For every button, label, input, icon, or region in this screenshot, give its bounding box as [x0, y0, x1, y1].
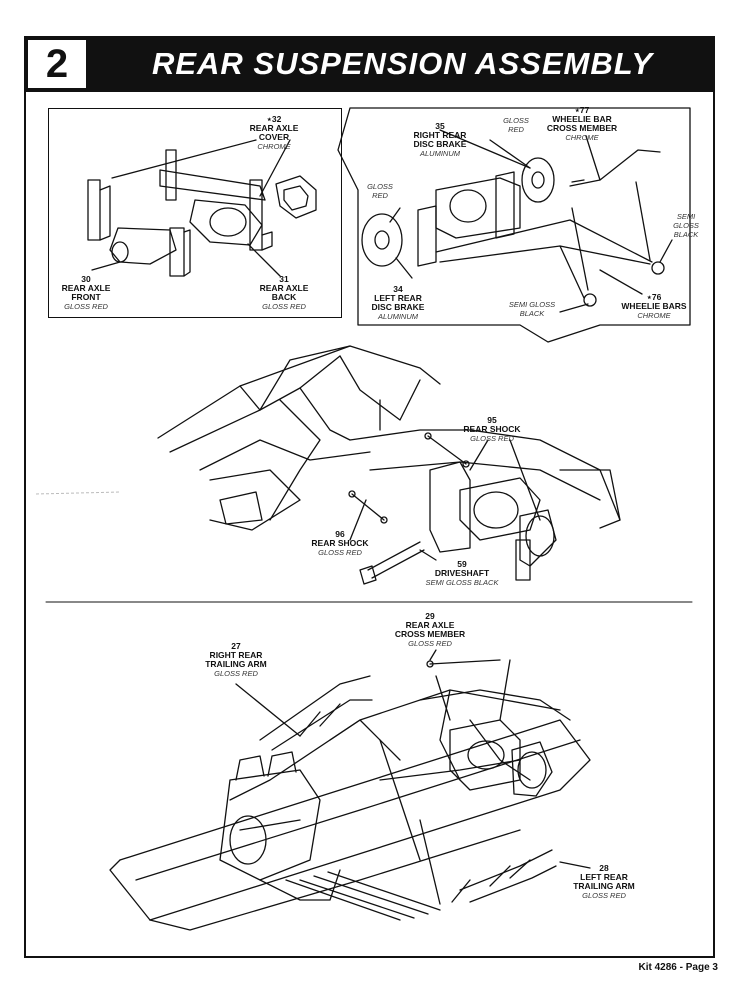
step-header: 2 REAR SUSPENSION ASSEMBLY	[24, 36, 715, 92]
label-semi-gloss-black-bottom: SEMI GLOSS BLACK	[508, 300, 556, 318]
label-right-rear-trailing-arm: 27 RIGHT REAR TRAILING ARM GLOSS RED	[205, 641, 267, 679]
chassis-frame-drawing-bottom	[109, 689, 591, 931]
scan-artifact	[35, 491, 121, 495]
rear-axle-cover-drawing	[275, 175, 317, 219]
right-rear-trailing-arm-drawing	[259, 675, 373, 751]
wheelie-bar-cross-member-drawing	[569, 149, 661, 187]
label-right-rear-disc-brake: 35 RIGHT REAR DISC BRAKE ALUMINUM	[413, 121, 467, 159]
wheelie-bars-drawing	[435, 219, 665, 307]
label-rear-axle-back: 31 REAR AXLE BACK GLOSS RED	[259, 274, 309, 312]
rear-axle-front-drawing	[87, 179, 191, 277]
left-rear-trailing-arm-drawing	[459, 849, 557, 903]
rear-axle-cross-member-drawing	[426, 659, 501, 668]
label-rear-shock-lower: 96 REAR SHOCK GLOSS RED	[311, 529, 369, 558]
step-number: 2	[28, 40, 86, 88]
rear-axle-back-drawing	[159, 149, 273, 251]
label-rear-axle-front: 30 REAR AXLE FRONT GLOSS RED	[61, 274, 111, 312]
label-rear-axle-cross-member: 29 REAR AXLE CROSS MEMBER GLOSS RED	[394, 611, 466, 649]
rear-shock-upper-drawing	[424, 432, 470, 468]
label-left-rear-trailing-arm: 28 LEFT REAR TRAILING ARM GLOSS RED	[573, 863, 635, 901]
rear-end-installed-bottom	[449, 719, 553, 797]
label-rear-axle-cover: ⋆32 REAR AXLE COVER CHROME	[249, 114, 299, 152]
rear-shock-lower-drawing	[348, 490, 388, 524]
label-wheelie-bar-cross-member: ⋆77 WHEELIE BAR CROSS MEMBER CHROME	[546, 105, 618, 143]
rear-end-housing-drawing	[417, 171, 521, 267]
left-rear-disc-brake-drawing	[361, 213, 403, 267]
brake-detail-box	[337, 107, 691, 343]
label-rear-shock-upper: 95 REAR SHOCK GLOSS RED	[463, 415, 521, 444]
axle-detail-box	[48, 108, 342, 318]
right-rear-disc-brake-drawing	[521, 157, 555, 203]
label-semi-gloss-black-right: SEMI GLOSS BLACK	[673, 212, 699, 239]
page-footer: Kit 4286 - Page 3	[638, 962, 718, 973]
label-gloss-red-top: GLOSS RED	[503, 116, 529, 134]
rear-end-installed-middle	[429, 461, 557, 581]
label-driveshaft: 59 DRIVESHAFT SEMI GLOSS BLACK	[425, 559, 499, 588]
roll-cage-drawing-middle	[157, 345, 621, 531]
driveshaft-drawing	[359, 541, 425, 585]
label-left-rear-disc-brake: 34 LEFT REAR DISC BRAKE ALUMINUM	[371, 284, 425, 322]
step-title: REAR SUSPENSION ASSEMBLY	[151, 46, 654, 81]
label-gloss-red-left: GLOSS RED	[367, 182, 393, 200]
label-wheelie-bars: ⋆76 WHEELIE BARS CHROME	[621, 292, 687, 321]
engine-drawing	[219, 751, 441, 921]
